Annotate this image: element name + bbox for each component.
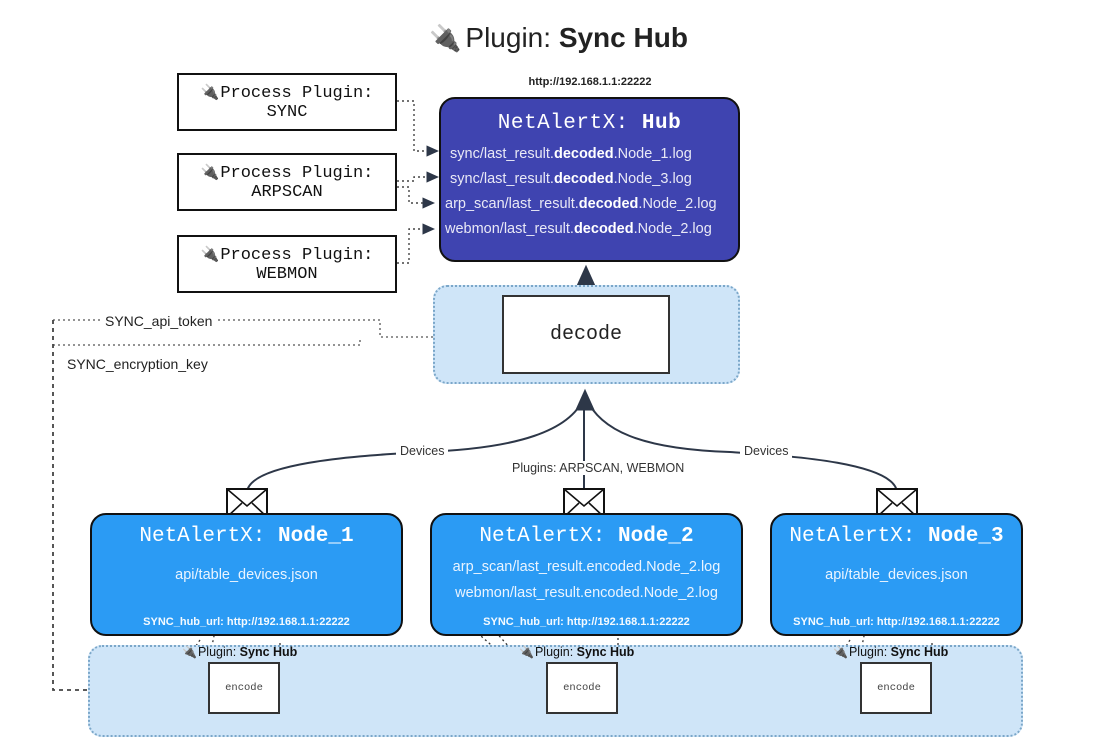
plug-icon: 🔌 bbox=[429, 23, 462, 53]
decode-box[interactable]: decode bbox=[502, 295, 670, 374]
encode-plugin-label-1: 🔌Plugin: Sync Hub bbox=[182, 645, 298, 659]
process-plugin-sync[interactable]: 🔌Process Plugin: SYNC bbox=[177, 73, 397, 131]
node-line: api/table_devices.json bbox=[825, 567, 968, 583]
hub-log-item: sync/last_result.decoded.Node_1.log bbox=[450, 146, 692, 162]
node-footer: SYNC_hub_url: http://192.168.1.1:22222 bbox=[483, 616, 690, 628]
process-plugin-line2: ARPSCAN bbox=[251, 182, 323, 202]
hub-log-list: sync/last_result.decoded.Node_1.log sync… bbox=[441, 142, 738, 242]
process-plugin-webmon[interactable]: 🔌Process Plugin: WEBMON bbox=[177, 235, 397, 293]
hub-log-item: webmon/last_result.decoded.Node_2.log bbox=[445, 221, 712, 237]
node-footer: SYNC_hub_url: http://192.168.1.1:22222 bbox=[143, 616, 350, 628]
encode-box-1[interactable]: encode bbox=[208, 662, 280, 714]
node-title: NetAlertX: Node_1 bbox=[139, 525, 354, 548]
node-line: api/table_devices.json bbox=[175, 567, 318, 583]
plug-icon: 🔌 bbox=[182, 645, 197, 659]
node-title: NetAlertX: Node_2 bbox=[479, 525, 694, 548]
edge-label-plugins-center: Plugins: ARPSCAN, WEBMON bbox=[508, 461, 689, 475]
page-title-name: Sync Hub bbox=[558, 22, 688, 53]
encode-box-2[interactable]: encode bbox=[546, 662, 618, 714]
plug-icon: 🔌 bbox=[200, 83, 220, 101]
encode-plugin-label-3: 🔌Plugin: Sync Hub bbox=[833, 645, 949, 659]
node-footer: SYNC_hub_url: http://192.168.1.1:22222 bbox=[793, 616, 1000, 628]
hub-box[interactable]: NetAlertX: Hub sync/last_result.decoded.… bbox=[439, 97, 740, 262]
secret-label-api-token: SYNC_api_token bbox=[100, 313, 218, 329]
process-plugin-line2: SYNC bbox=[266, 102, 308, 122]
process-plugin-line1: 🔌Process Plugin: bbox=[200, 163, 374, 183]
process-plugin-line1: 🔌Process Plugin: bbox=[200, 83, 374, 103]
node-title: NetAlertX: Node_3 bbox=[789, 525, 1004, 548]
edge-label-devices-left: Devices bbox=[396, 444, 449, 458]
hub-title: NetAlertX: Hub bbox=[441, 112, 738, 135]
node-box-node-2[interactable]: NetAlertX: Node_2 arp_scan/last_result.e… bbox=[430, 513, 743, 636]
encode-plugin-label-2: 🔌Plugin: Sync Hub bbox=[519, 645, 635, 659]
plug-icon: 🔌 bbox=[519, 645, 534, 659]
hub-title-prefix: NetAlertX: bbox=[497, 112, 629, 135]
node-line: webmon/last_result.encoded.Node_2.log bbox=[455, 585, 718, 601]
node-box-node-1[interactable]: NetAlertX: Node_1 api/table_devices.json… bbox=[90, 513, 403, 636]
process-plugin-arpscan[interactable]: 🔌Process Plugin: ARPSCAN bbox=[177, 153, 397, 211]
encode-box-3[interactable]: encode bbox=[860, 662, 932, 714]
hub-url-label: http://192.168.1.1:22222 bbox=[528, 76, 652, 88]
node-line: arp_scan/last_result.encoded.Node_2.log bbox=[452, 559, 721, 575]
node-box-node-3[interactable]: NetAlertX: Node_3 api/table_devices.json… bbox=[770, 513, 1023, 636]
secret-label-encryption-key: SYNC_encryption_key bbox=[62, 356, 213, 372]
page-title: 🔌Plugin: Sync Hub bbox=[0, 16, 1117, 60]
process-plugin-line1: 🔌Process Plugin: bbox=[200, 245, 374, 265]
process-plugin-line2: WEBMON bbox=[256, 264, 318, 284]
plug-icon: 🔌 bbox=[200, 163, 220, 181]
plug-icon: 🔌 bbox=[833, 645, 848, 659]
edge-label-devices-right: Devices bbox=[740, 444, 793, 458]
hub-log-item: sync/last_result.decoded.Node_3.log bbox=[450, 171, 692, 187]
hub-title-name: Hub bbox=[641, 112, 682, 135]
plug-icon: 🔌 bbox=[200, 245, 220, 263]
hub-log-item: arp_scan/last_result.decoded.Node_2.log bbox=[445, 196, 717, 212]
page-title-prefix: Plugin: bbox=[465, 22, 552, 53]
